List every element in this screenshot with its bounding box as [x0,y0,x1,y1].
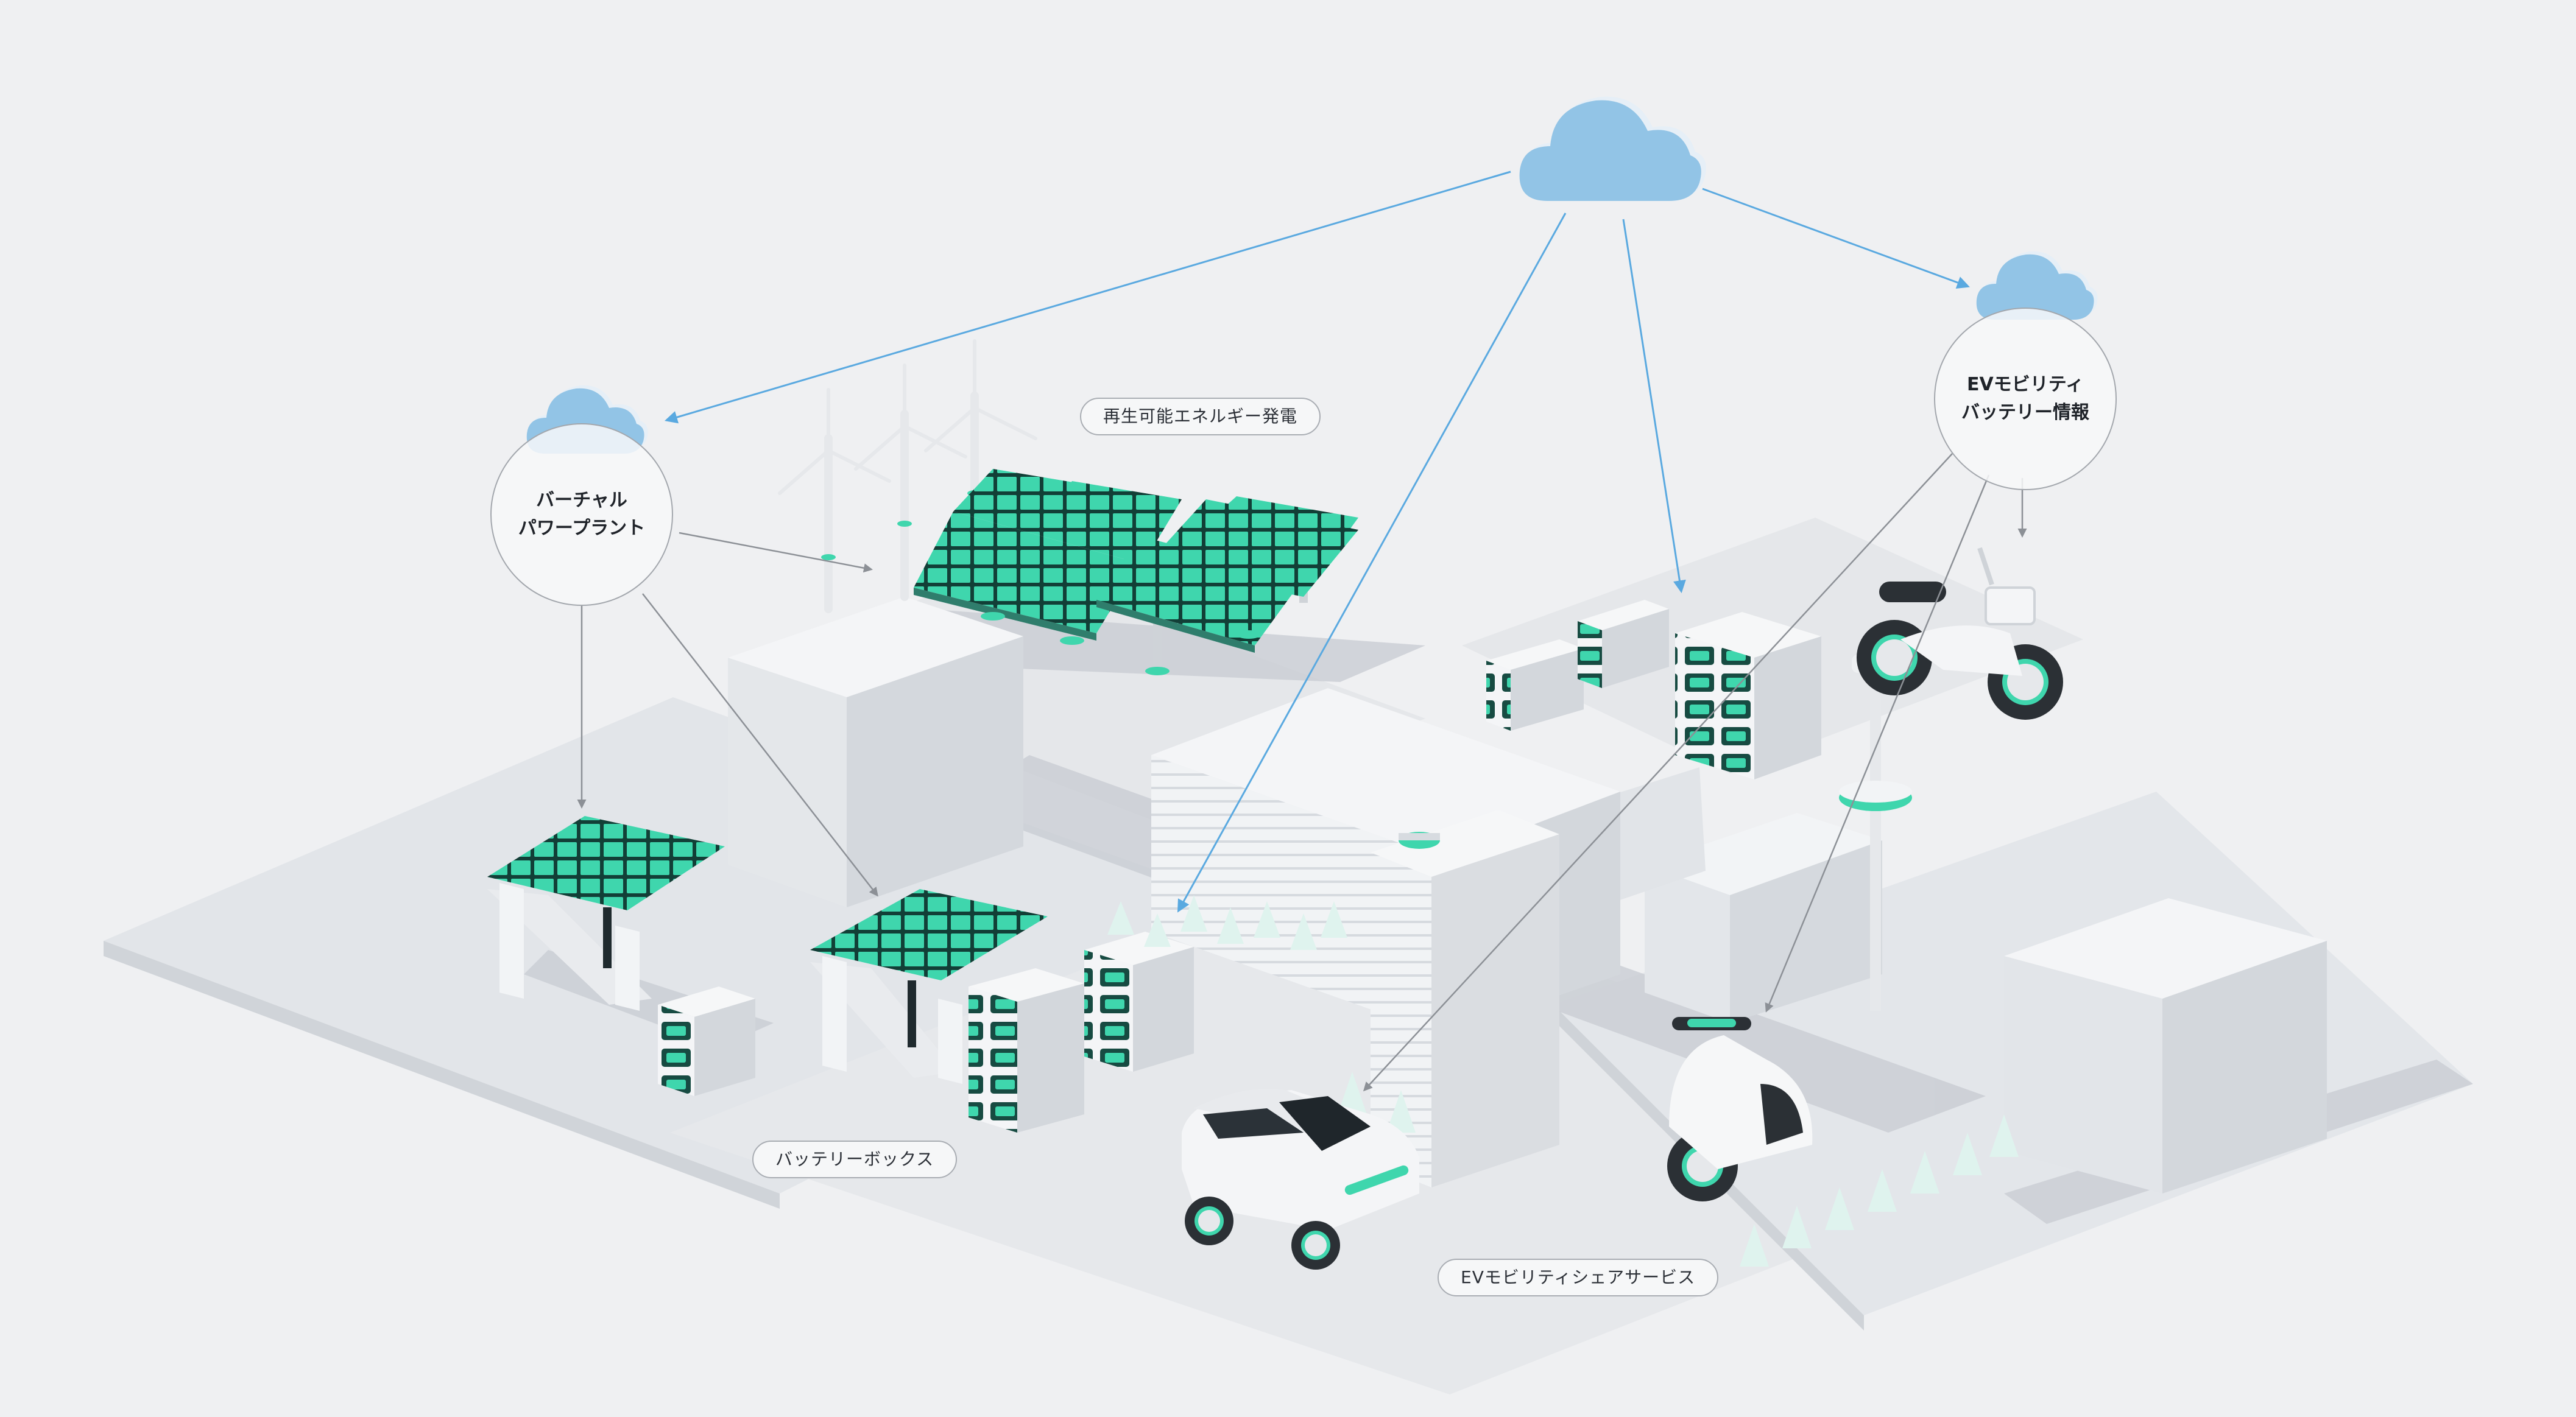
vpp-hub-line2: パワープラント [518,518,646,539]
ev-share-service-label: EVモビリティシェアサービス [1438,1259,1719,1296]
right-building [2004,898,2327,1194]
battery-box-label: バッテリーボックス [752,1141,958,1178]
cloud-connector-lines [664,171,1970,913]
trees [1107,895,2019,1267]
ev-battery-info-hub: EVモビリティ バッテリー情報 [1934,308,2117,490]
ev-hub-line1: EVモビリティ [1967,374,2084,395]
ev-bike [1857,547,2063,720]
solar-carport-right [810,843,1056,1084]
ev-hub-line2: バッテリー情報 [1961,402,2089,423]
vpp-hub-line1: バーチャル [536,490,627,511]
cloud-icon [1519,96,1706,201]
left-building [728,597,1023,907]
solar-carport-left [480,810,725,1011]
ev-car [1182,1089,1419,1270]
vpp-hub: バーチャル パワープラント [490,423,673,606]
central-building [1151,688,1620,1187]
renewable-energy-label: 再生可能エネルギー発電 [1080,398,1321,435]
ev-scooter [1667,1017,1813,1201]
solar-panel-array [914,469,1358,675]
battery-racks [658,600,1821,1133]
cloud-icon [1976,251,2098,320]
